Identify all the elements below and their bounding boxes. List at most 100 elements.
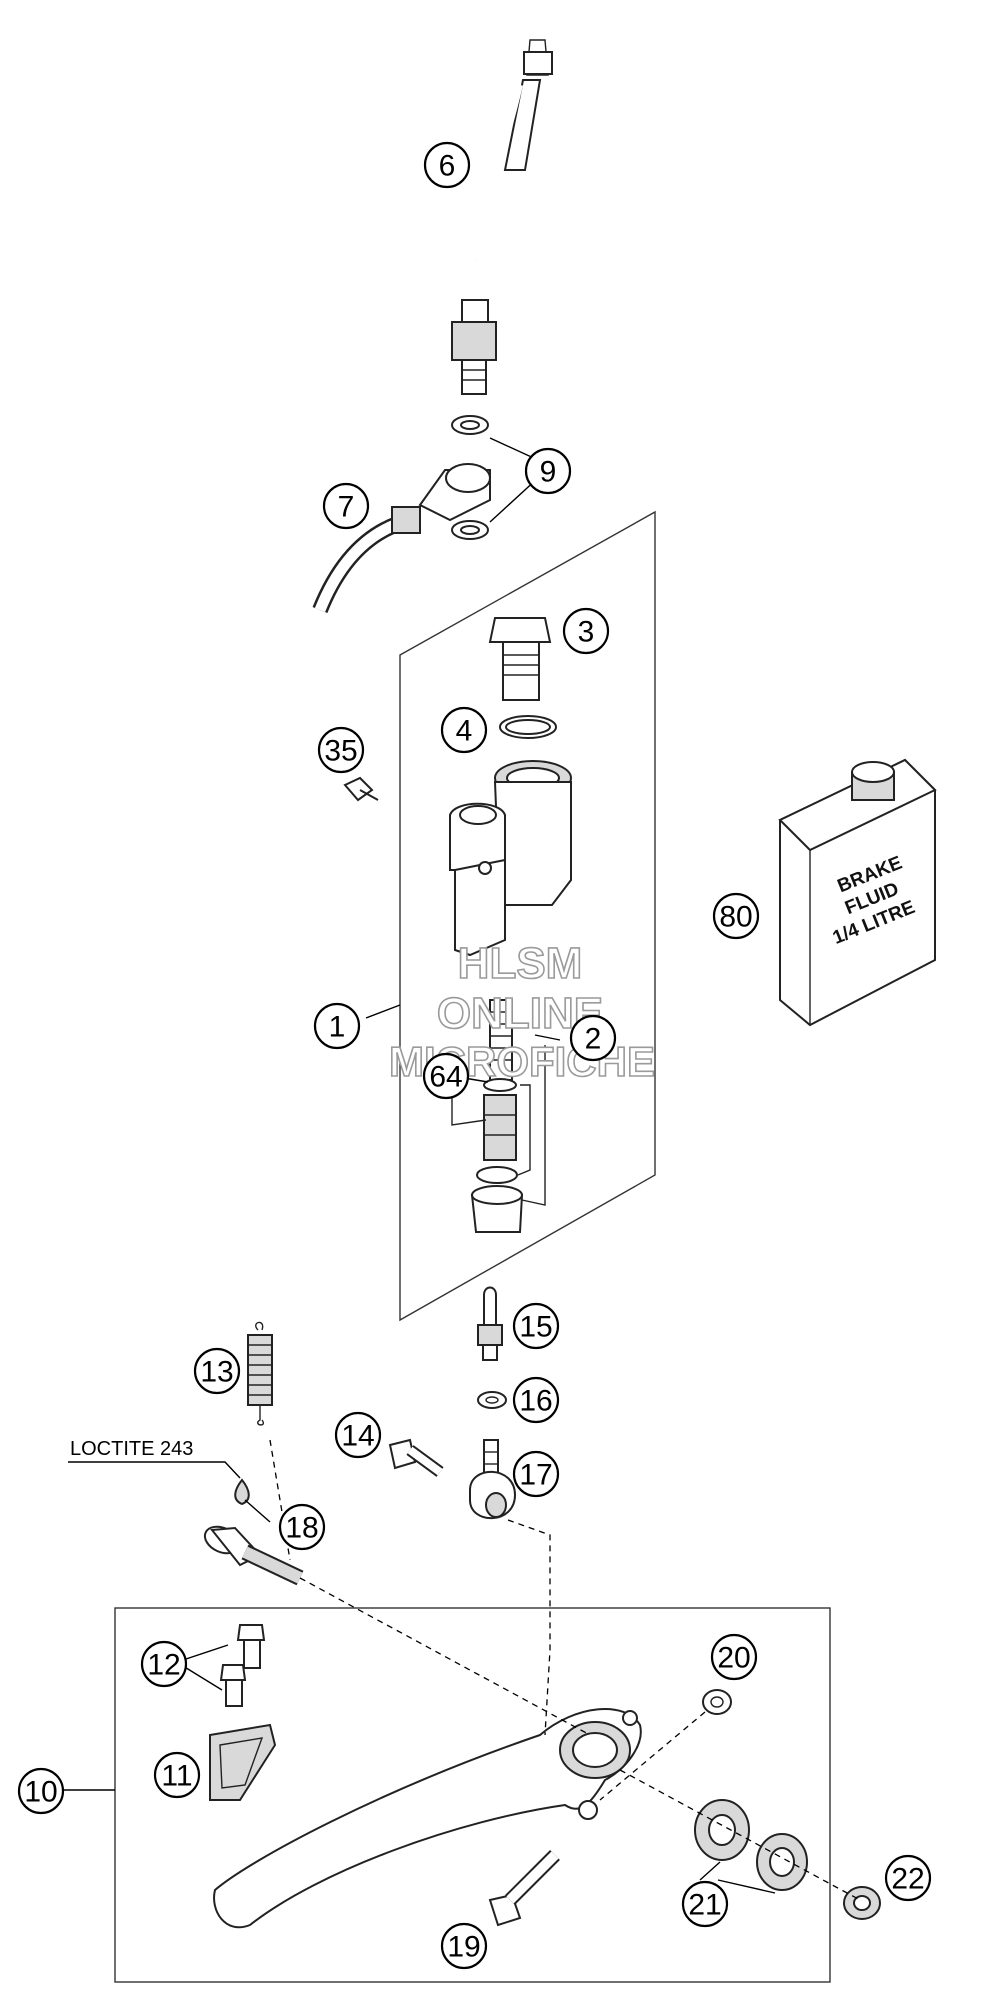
callout-64-circle xyxy=(422,1052,470,1100)
callout-21: 21 xyxy=(681,1880,729,1928)
callout-16-circle xyxy=(512,1376,560,1424)
master-cylinder-body xyxy=(449,760,572,957)
callout-16-label: 16 xyxy=(519,1385,552,1418)
callout-13-label: 13 xyxy=(200,1356,233,1389)
part-15-push-rod xyxy=(477,1286,503,1361)
callout-20-circle xyxy=(710,1633,758,1681)
callout-12-circle xyxy=(140,1640,188,1688)
callout-17-circle xyxy=(512,1450,560,1498)
callout-19-circle xyxy=(440,1922,488,1970)
callout-6-circle xyxy=(423,141,471,189)
callout-2-circle xyxy=(569,1014,617,1062)
callout-19: 19 xyxy=(440,1922,488,1970)
part-17-clevis xyxy=(469,1439,517,1520)
callout-80-label: 80 xyxy=(719,901,752,934)
part-1-box xyxy=(399,510,656,1322)
part-3-reservoir-cap xyxy=(488,617,552,701)
callout-20-label: 20 xyxy=(717,1642,750,1675)
callout-15: 15 xyxy=(512,1302,560,1350)
callout-21-circle xyxy=(681,1880,729,1928)
callout-7-circle xyxy=(322,482,370,530)
callout-9-circle xyxy=(524,447,572,495)
callout-13-circle xyxy=(193,1347,241,1395)
callout-22-label: 22 xyxy=(891,1863,924,1896)
callout-10: 10 xyxy=(17,1767,65,1815)
callout-17: 17 xyxy=(512,1450,560,1498)
part-21-bearings xyxy=(694,1799,808,1891)
loctite-annotation: LOCTITE 243 xyxy=(68,1438,250,1506)
part-11-step-plate xyxy=(209,1723,277,1801)
part-80-brake-fluid-bottle: BRAKE FLUID 1/4 LITRE xyxy=(778,758,937,1027)
callout-22-circle xyxy=(884,1854,932,1902)
callout-15-label: 15 xyxy=(519,1311,552,1344)
part-35-screw xyxy=(343,776,379,802)
callout-9: 9 xyxy=(524,447,572,495)
callout-14-label: 14 xyxy=(341,1420,374,1453)
callout-20: 20 xyxy=(710,1633,758,1681)
part-9-washers xyxy=(451,415,489,540)
callout-12-label: 12 xyxy=(147,1649,180,1682)
callout-1-label: 1 xyxy=(329,1011,346,1044)
part-10-box xyxy=(114,1607,831,1983)
part-20-nut xyxy=(702,1689,732,1715)
callout-64-label: 64 xyxy=(429,1061,462,1094)
callout-11: 11 xyxy=(153,1751,201,1799)
callout-4-circle xyxy=(440,706,488,754)
callout-2-label: 2 xyxy=(585,1023,602,1056)
callout-13: 13 xyxy=(193,1347,241,1395)
callout-80-circle xyxy=(712,892,760,940)
part-7-brake-hose xyxy=(312,463,491,614)
callout-16: 16 xyxy=(512,1376,560,1424)
callout-18-label: 18 xyxy=(285,1512,318,1545)
part-12-screws xyxy=(219,1624,266,1707)
callout-1: 1 xyxy=(313,1002,361,1050)
callout-17-label: 17 xyxy=(519,1459,552,1492)
part-22-nut xyxy=(843,1886,881,1920)
callout-35-label: 35 xyxy=(324,735,357,768)
callout-19-label: 19 xyxy=(447,1931,480,1964)
callout-35: 35 xyxy=(317,726,365,774)
callout-12: 12 xyxy=(140,1640,188,1688)
watermark-line1: HLSM xyxy=(458,939,583,988)
callout-18-circle xyxy=(278,1503,326,1551)
callout-6: 6 xyxy=(423,141,471,189)
callout-22: 22 xyxy=(884,1854,932,1902)
callout-14: 14 xyxy=(334,1411,382,1459)
callout-3-label: 3 xyxy=(578,616,595,649)
callout-35-circle xyxy=(317,726,365,774)
callout-15-circle xyxy=(512,1302,560,1350)
callout-14-circle xyxy=(334,1411,382,1459)
callout-80: 80 xyxy=(712,892,760,940)
part-6-brake-light-switch xyxy=(451,39,553,395)
callout-4-label: 4 xyxy=(456,715,473,748)
watermark: HLSM ONLINE MICROFICHE xyxy=(388,938,656,1086)
callout-64: 64 xyxy=(422,1052,470,1100)
callout-7: 7 xyxy=(322,482,370,530)
callout-3-circle xyxy=(562,607,610,655)
callout-21-label: 21 xyxy=(688,1889,721,1922)
part-18-pivot-bolt xyxy=(203,1525,304,1586)
callout-10-circle xyxy=(17,1767,65,1815)
callout-10-label: 10 xyxy=(24,1776,57,1809)
part-19-bolt xyxy=(488,1850,560,1927)
brake-pedal xyxy=(213,1708,642,1929)
callout-6-label: 6 xyxy=(439,150,456,183)
callout-2: 2 xyxy=(569,1014,617,1062)
callout-1-circle xyxy=(313,1002,361,1050)
callout-9-label: 9 xyxy=(540,456,557,489)
callout-7-label: 7 xyxy=(338,491,355,524)
part-4-o-ring xyxy=(499,715,557,739)
callout-4: 4 xyxy=(440,706,488,754)
callout-11-circle xyxy=(153,1751,201,1799)
part-2-piston xyxy=(451,999,546,1233)
callout-18: 18 xyxy=(278,1503,326,1551)
callout-3: 3 xyxy=(562,607,610,655)
part-13-spring xyxy=(247,1321,273,1426)
loctite-label: LOCTITE 243 xyxy=(70,1438,193,1460)
callout-11-label: 11 xyxy=(161,1760,192,1793)
part-16-nut xyxy=(477,1391,507,1409)
part-14-screw xyxy=(388,1438,444,1477)
